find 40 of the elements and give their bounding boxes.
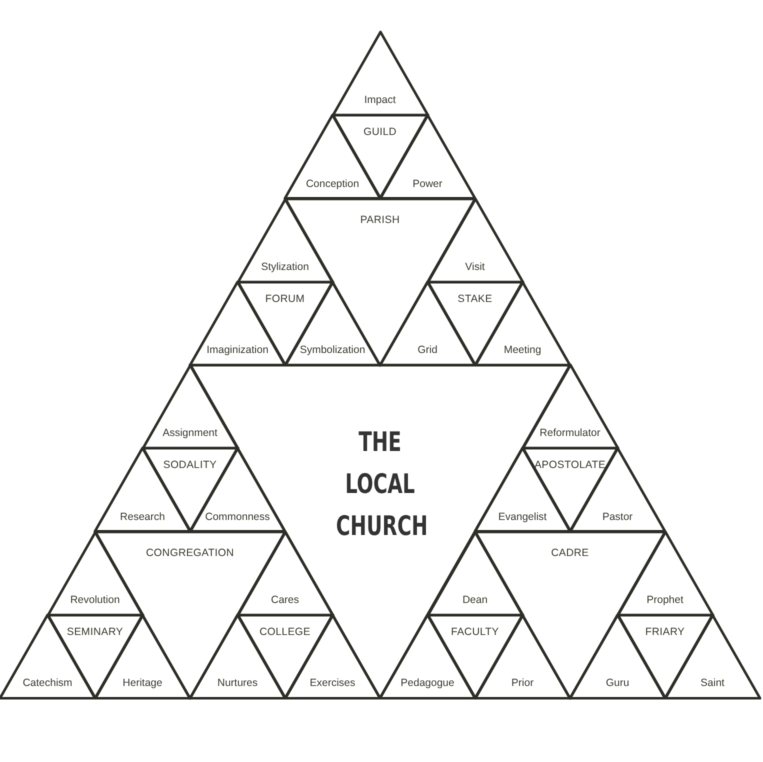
triangle-label: PARISH	[360, 214, 400, 225]
triangle-label: Grid	[418, 345, 438, 356]
triangle-label: Heritage	[122, 678, 162, 688]
triangle-label: FACULTY	[451, 626, 499, 638]
triangle-label: Cares	[271, 594, 299, 606]
triangle-label: Dean	[462, 594, 488, 606]
triangle-label: Power	[412, 178, 442, 189]
triangle-label: Evangelist	[498, 512, 547, 522]
triangle-label: Reformulator	[540, 428, 600, 439]
triangle-label: Pastor	[602, 512, 633, 522]
triangle-label: Impact	[364, 95, 396, 106]
triangle-label: SEMINARY	[66, 626, 124, 638]
triangle-label: CONGREGATION	[146, 548, 234, 558]
triangle-label: SODALITY	[163, 460, 217, 471]
triangle-label: Commonness	[205, 512, 270, 522]
triangle-label: Prior	[511, 678, 534, 688]
triangle-label: Saint	[700, 678, 724, 688]
triangle-label: Conception	[306, 178, 360, 189]
triangle-label: Meeting	[504, 345, 542, 356]
triangle-label: Visit	[465, 262, 485, 272]
triangle-label: Catechism	[22, 678, 72, 688]
triangle-label: Symbolization	[300, 345, 366, 356]
triangle-label: COLLEGE	[260, 626, 310, 638]
triangle-label: APOSTOLATE	[534, 460, 606, 471]
triangle-label: Nurtures	[217, 678, 258, 688]
triangle-label: Pedagogue	[400, 678, 454, 688]
triangle-label: CADRE	[551, 548, 589, 558]
triangle-label: STAKE	[458, 294, 492, 304]
triangle-label: Exercises	[310, 678, 356, 688]
triangle-label: Stylization	[261, 262, 309, 272]
triangle-label: FRIARY	[645, 626, 685, 638]
triangle-label: Prophet	[646, 594, 684, 606]
triangle-label: FORUM	[265, 294, 305, 304]
triangle-label: THE LOCAL CHURCH	[336, 426, 424, 544]
triangle-label: Assignment	[162, 428, 218, 439]
triangle-label: Imaginization	[206, 345, 268, 356]
triangle-label: Research	[120, 512, 165, 522]
triangle-label: Guru	[606, 678, 630, 688]
triangle-label: GUILD	[363, 127, 397, 138]
triangle-label: Revolution	[70, 594, 120, 606]
